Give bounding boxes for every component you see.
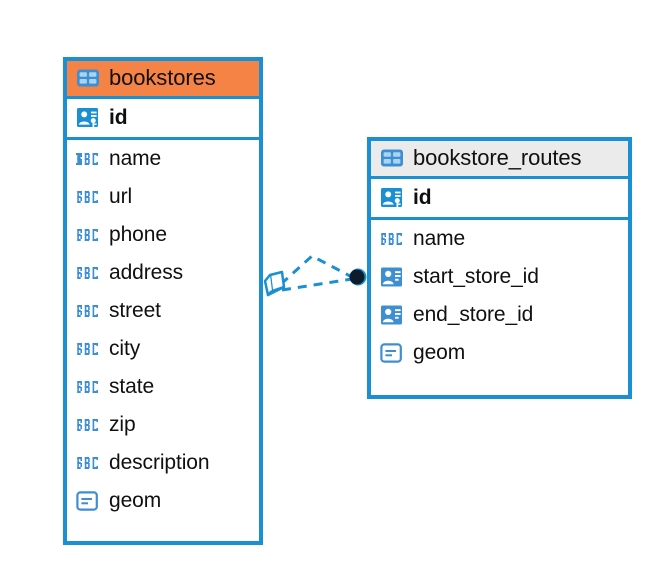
column-row-start-store-id[interactable]: start_store_id	[371, 258, 628, 296]
column-name: start_store_id	[413, 265, 539, 288]
abc-text-icon	[75, 260, 101, 286]
column-name: address	[109, 261, 184, 284]
abc-text-icon	[75, 184, 101, 210]
relationship-line-upper	[279, 254, 353, 286]
column-row-description[interactable]: description	[67, 444, 259, 482]
entity-title: bookstore_routes	[413, 145, 582, 170]
entity-header-bookstore-routes[interactable]: bookstore_routes	[371, 141, 628, 179]
abc-text-icon	[75, 412, 101, 438]
column-name: name	[413, 227, 466, 250]
column-name: zip	[109, 413, 136, 436]
column-name: geom	[109, 489, 162, 512]
abc-text-icon	[379, 226, 405, 252]
column-name: geom	[413, 341, 466, 364]
column-row-street[interactable]: street	[67, 292, 259, 330]
column-list-bookstore-routes: name start_store_id	[371, 220, 628, 372]
column-row-name[interactable]: name	[371, 220, 628, 258]
column-name: id	[109, 106, 128, 129]
column-name: url	[109, 185, 133, 208]
table-icon	[75, 65, 101, 91]
foreign-key-icon	[379, 302, 405, 328]
column-row-geom[interactable]: geom	[371, 334, 628, 372]
column-row-url[interactable]: url	[67, 178, 259, 216]
column-row-id[interactable]: id	[371, 179, 628, 217]
table-icon	[379, 145, 405, 171]
abc-text-icon	[75, 298, 101, 324]
primary-key-icon	[75, 105, 101, 131]
column-row-id[interactable]: id	[67, 99, 259, 137]
foreign-key-icon	[379, 264, 405, 290]
column-name: phone	[109, 223, 167, 246]
column-row-name[interactable]: name	[67, 140, 259, 178]
column-name: description	[109, 451, 210, 474]
column-row-geom[interactable]: geom	[67, 482, 259, 520]
abc-text-icon	[75, 146, 101, 172]
entity-title: bookstores	[109, 65, 216, 90]
column-row-end-store-id[interactable]: end_store_id	[371, 296, 628, 334]
entity-table-bookstore-routes[interactable]: bookstore_routes id	[367, 137, 632, 399]
entity-header-bookstores[interactable]: bookstores	[67, 61, 259, 99]
primary-key-section: id	[67, 99, 259, 140]
column-name: city	[109, 337, 141, 360]
column-row-city[interactable]: city	[67, 330, 259, 368]
column-row-phone[interactable]: phone	[67, 216, 259, 254]
column-name: id	[413, 186, 432, 209]
column-name: street	[109, 299, 161, 322]
column-list-bookstores: name	[67, 140, 259, 520]
column-row-zip[interactable]: zip	[67, 406, 259, 444]
column-row-address[interactable]: address	[67, 254, 259, 292]
abc-text-icon	[75, 336, 101, 362]
abc-text-icon	[75, 374, 101, 400]
relationship-source-cube-icon	[263, 270, 286, 297]
column-name: name	[109, 147, 162, 170]
relationship-target-dot-icon	[349, 268, 367, 286]
primary-key-icon	[379, 185, 405, 211]
abc-text-icon	[75, 450, 101, 476]
abc-text-icon	[75, 222, 101, 248]
relationship-line-lower	[281, 277, 353, 292]
column-row-state[interactable]: state	[67, 368, 259, 406]
primary-key-section: id	[371, 179, 628, 220]
geometry-icon	[75, 488, 101, 514]
column-name: state	[109, 375, 155, 398]
entity-table-bookstores[interactable]: bookstores id	[63, 57, 263, 545]
geometry-icon	[379, 340, 405, 366]
column-name: end_store_id	[413, 303, 534, 326]
